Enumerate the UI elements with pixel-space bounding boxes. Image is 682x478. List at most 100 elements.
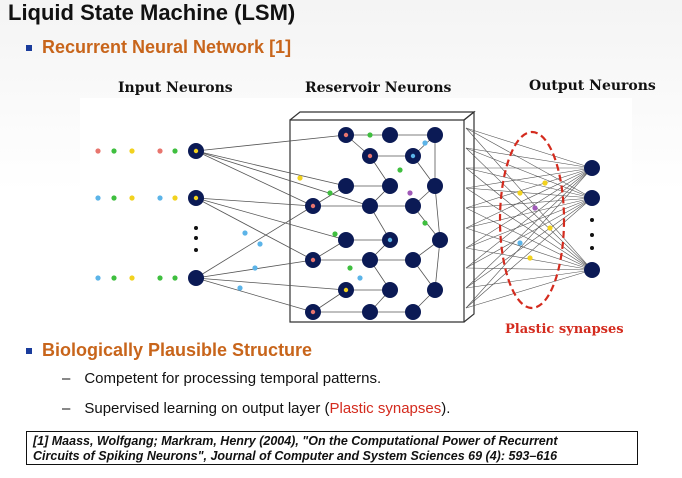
reservoir-neuron <box>382 127 398 143</box>
reservoir-neuron <box>405 252 421 268</box>
dash-icon: – <box>62 400 71 417</box>
spike-dot <box>95 148 101 154</box>
output-synapse <box>465 167 593 289</box>
bullet-square-icon <box>26 44 32 51</box>
output-neuron <box>584 190 600 206</box>
spike-dot <box>157 195 163 201</box>
input-synapse <box>195 133 347 152</box>
output-synapse <box>465 187 593 271</box>
output-synapse <box>465 127 593 271</box>
neuron-spike-dot <box>343 287 349 293</box>
output-synapse <box>465 167 593 229</box>
reservoir-neuron <box>405 198 421 214</box>
output-synapse <box>465 167 593 271</box>
reservoir-neuron <box>338 178 354 194</box>
output-synapse <box>465 197 593 309</box>
reservoir-neuron <box>427 178 443 194</box>
bullet-square-icon <box>26 347 32 354</box>
output-synapse <box>465 167 593 249</box>
ellipsis-dot <box>194 236 198 240</box>
input-neurons-label: Input Neurons <box>118 80 233 96</box>
spike-dot <box>129 148 135 154</box>
input-synapse <box>195 277 314 313</box>
neuron-spike-dot <box>193 148 199 154</box>
reservoir-neuron <box>427 282 443 298</box>
neuron-spike-dot <box>310 309 316 315</box>
input-synapse <box>195 197 314 261</box>
output-synapse <box>465 197 593 289</box>
reservoir-neuron <box>362 304 378 320</box>
plastic-synapses-ellipse <box>498 130 566 310</box>
sub-bullet-supervised: – Supervised learning on output layer (P… <box>62 400 450 417</box>
sub-bullet-temporal: – Competent for processing temporal patt… <box>62 370 381 387</box>
input-synapse <box>195 150 314 207</box>
output-synapse <box>465 127 593 199</box>
spike-dot <box>542 180 548 186</box>
output-synapse <box>465 167 593 269</box>
reservoir-neuron <box>432 232 448 248</box>
input-synapse <box>195 197 314 208</box>
spike-dot <box>407 190 413 196</box>
output-neuron <box>584 160 600 176</box>
dash-icon: – <box>62 370 71 387</box>
reference-line-2: Circuits of Spiking Neurons", Journal of… <box>33 449 558 463</box>
output-synapse <box>465 147 593 199</box>
spike-dot <box>129 275 135 281</box>
reservoir-neuron <box>382 178 398 194</box>
output-synapse <box>465 147 593 271</box>
spike-dot <box>172 148 178 154</box>
spike-dot <box>252 265 258 271</box>
output-synapse <box>465 167 593 199</box>
output-synapse <box>465 167 593 309</box>
spike-dot <box>332 231 338 237</box>
spike-dot <box>111 275 117 281</box>
output-synapse <box>465 197 593 269</box>
input-synapse <box>195 205 314 279</box>
spike-dot <box>111 195 117 201</box>
bullet-text: Biologically Plausible Structure <box>42 340 313 360</box>
spike-dot <box>357 275 363 281</box>
neuron-spike-dot <box>310 257 316 263</box>
output-neurons-label: Output Neurons <box>529 78 656 94</box>
reservoir-box-top <box>289 111 476 121</box>
recurrent-synapse <box>434 185 442 241</box>
reservoir-neuron <box>338 232 354 248</box>
ellipsis-dot <box>590 233 594 237</box>
neuron-spike-dot <box>387 237 393 243</box>
output-synapse <box>465 187 593 199</box>
spike-dot <box>547 225 553 231</box>
output-synapse <box>465 197 593 249</box>
plastic-synapses-highlight: Plastic synapses <box>329 400 442 417</box>
input-neuron <box>188 270 204 286</box>
neuron-spike-dot <box>193 195 199 201</box>
sub-bullet-text: Competent for processing temporal patter… <box>84 370 382 387</box>
output-synapse <box>465 197 593 209</box>
spike-dot <box>95 195 101 201</box>
sub-bullet-text-after: ). <box>441 400 451 417</box>
neuron-spike-dot <box>310 203 316 209</box>
reservoir-neuron <box>382 282 398 298</box>
spike-dot <box>157 148 163 154</box>
spike-dot <box>297 175 303 181</box>
reservoir-neuron <box>427 127 443 143</box>
output-synapse <box>465 197 593 229</box>
neuron-spike-dot <box>410 153 416 159</box>
reference-box: [1] Maass, Wolfgang; Markram, Henry (200… <box>26 431 638 465</box>
ellipsis-dot <box>590 246 594 250</box>
sub-bullet-text-before: Supervised learning on output layer ( <box>84 400 330 417</box>
bullet-rnn: Recurrent Neural Network [1] <box>26 37 291 58</box>
output-synapse <box>465 269 593 309</box>
output-synapse <box>465 269 593 289</box>
bullet-bio: Biologically Plausible Structure <box>26 340 312 361</box>
spike-dot <box>367 132 373 138</box>
reservoir-box-side <box>463 110 475 323</box>
spike-dot <box>532 205 538 211</box>
recurrent-synapse <box>433 239 441 291</box>
ellipsis-dot <box>194 248 198 252</box>
reservoir-neuron <box>362 252 378 268</box>
spike-dot <box>347 265 353 271</box>
ellipsis-dot <box>590 218 594 222</box>
ellipsis-dot <box>194 226 198 230</box>
spike-dot <box>157 275 163 281</box>
spike-dot <box>397 167 403 173</box>
